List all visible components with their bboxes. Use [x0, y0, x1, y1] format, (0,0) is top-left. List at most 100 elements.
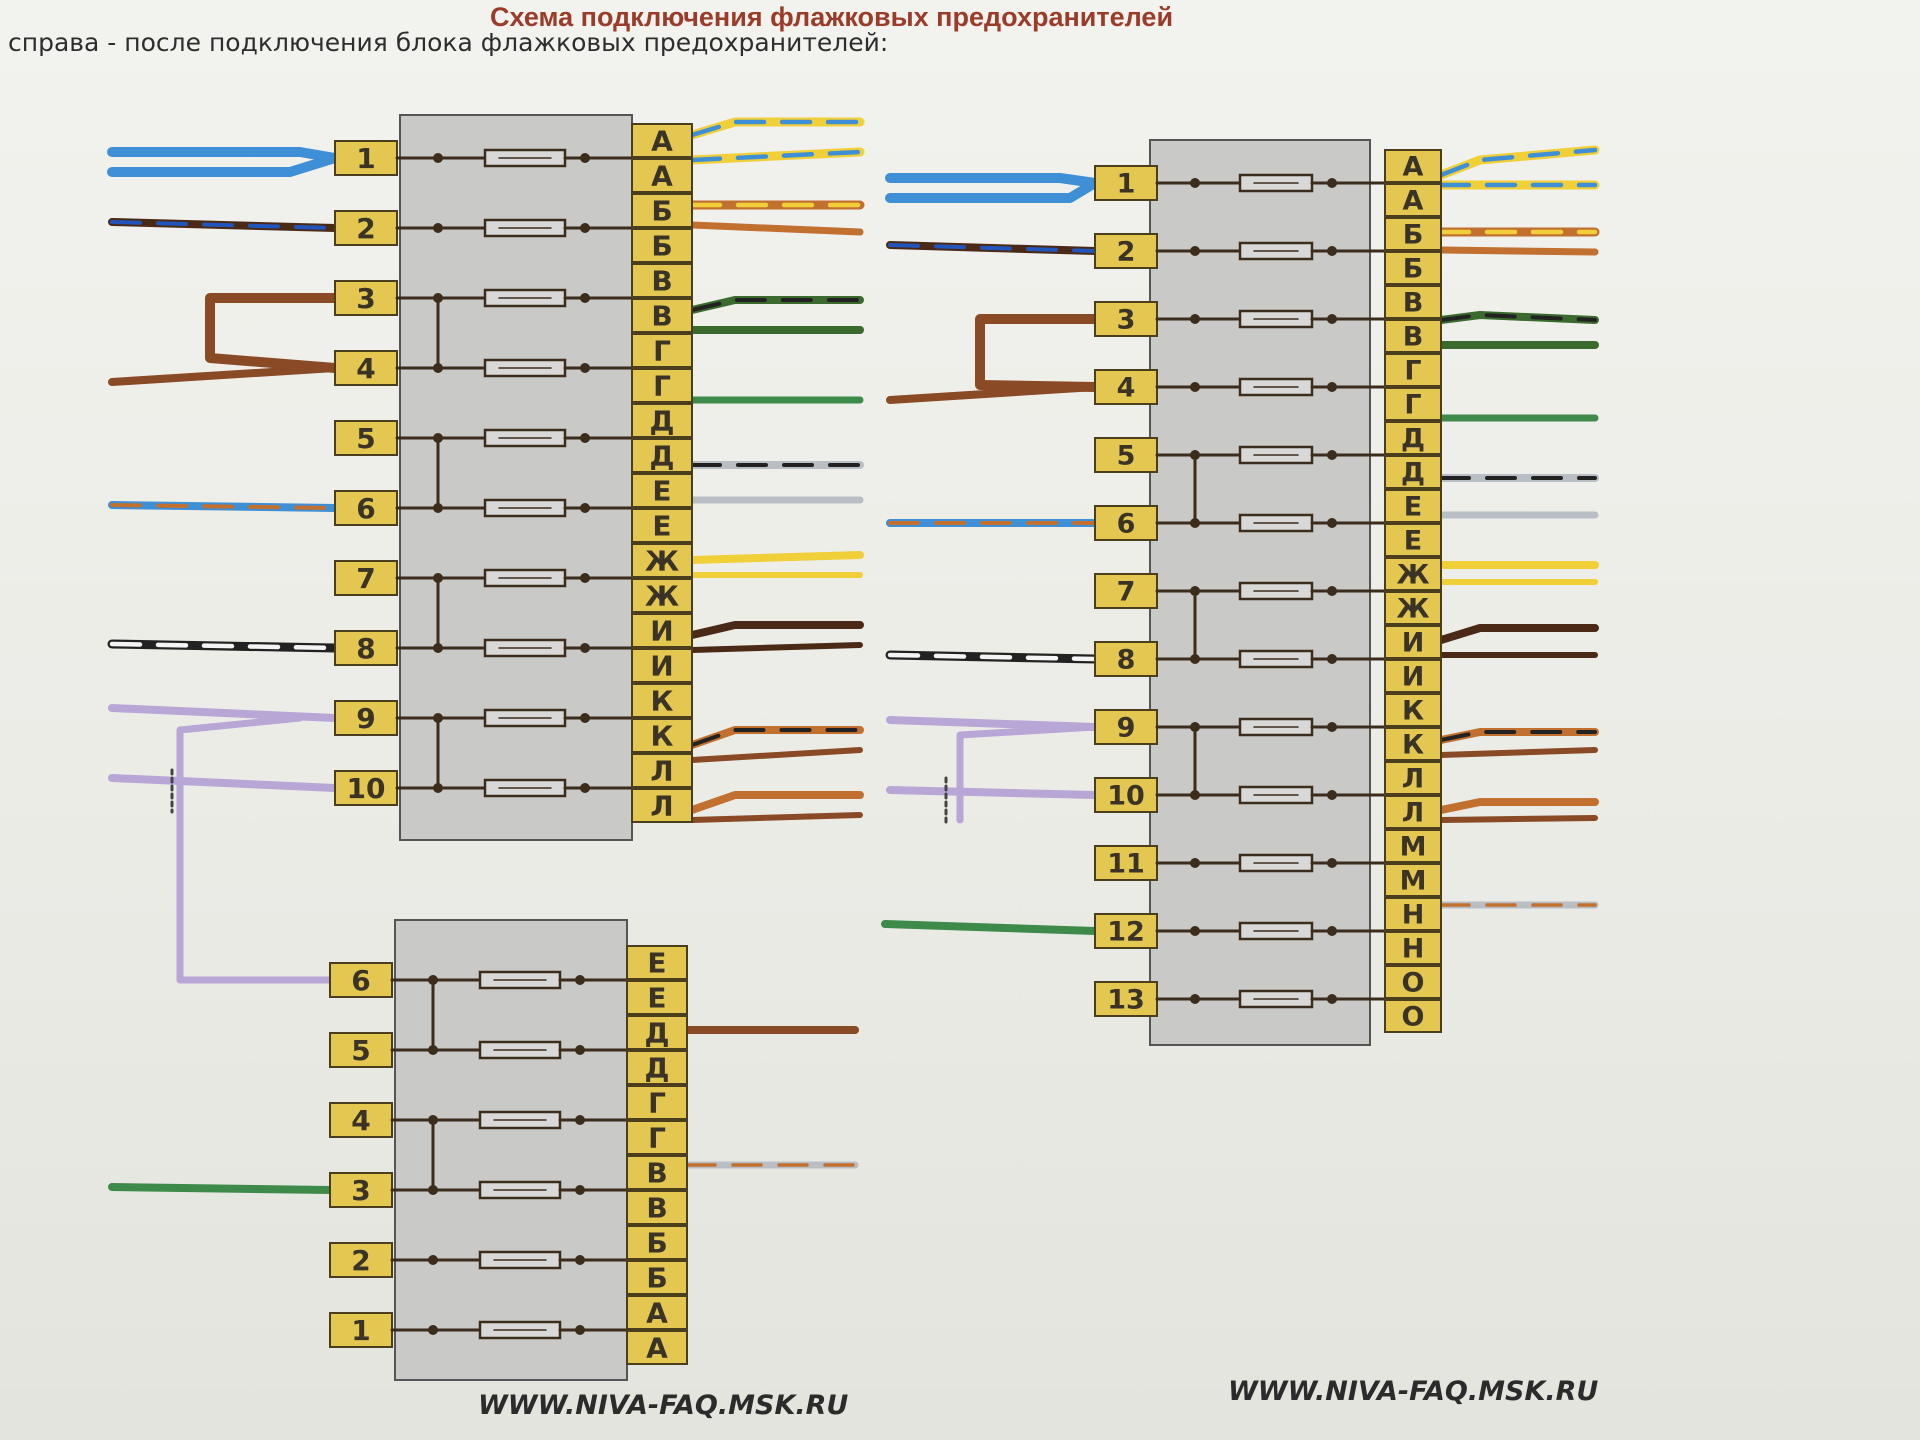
terminal-let-right-16 [1384, 659, 1442, 693]
output-dot [580, 363, 590, 373]
junction-dot [428, 1325, 438, 1335]
diagram-subtitle: справа - после подключения блока флажков… [8, 28, 889, 57]
wire-green-3-lower [108, 1183, 334, 1194]
terminal-let-right-24 [1384, 931, 1442, 965]
output-dot [575, 1325, 585, 1335]
terminal-letter-label: К [1402, 696, 1424, 727]
terminal-letter-label: Б [651, 230, 672, 263]
wire-orange-B2 [688, 221, 864, 236]
terminal-letter-label: Д [650, 405, 675, 438]
terminal-letter-label: Л [650, 790, 673, 823]
terminal-letter-label: Б [1403, 220, 1424, 251]
terminal-letter-label: М [1400, 832, 1427, 863]
wire-brown-r4 [886, 383, 1099, 404]
terminal-num-lower-left-3 [329, 1102, 393, 1138]
terminal-letter-label: В [646, 1157, 667, 1190]
terminal-let-right-23 [1384, 897, 1442, 931]
junction-dot [1190, 178, 1200, 188]
terminal-letter-label: О [1402, 968, 1425, 999]
output-dot [1327, 314, 1337, 324]
terminal-let-lower-left-11 [626, 1295, 688, 1330]
terminal-number-label: 1 [351, 1314, 370, 1347]
terminal-let-upper-left-2 [631, 158, 693, 193]
terminal-number-label: 7 [356, 562, 375, 595]
terminal-letter-label: Б [646, 1227, 667, 1260]
output-dot [575, 1115, 585, 1125]
terminal-number-label: 6 [1117, 509, 1136, 540]
terminal-let-right-9 [1384, 421, 1442, 455]
wire-brown-rK2 [1438, 747, 1598, 758]
terminal-letter-label: А [646, 1297, 668, 1330]
terminal-letter-label: Д [645, 1017, 670, 1050]
terminal-letter-label: В [1403, 322, 1424, 353]
wire-blue-red-6-stripe [110, 503, 337, 510]
terminal-let-right-2 [1384, 183, 1442, 217]
terminal-number-label: 2 [351, 1244, 370, 1277]
wire-black-white-r8-stripe [887, 652, 1098, 662]
terminal-letter-label: Ж [1396, 560, 1429, 591]
terminal-letter-label: Л [650, 755, 673, 788]
terminal-num-upper-left-7 [334, 560, 398, 596]
terminal-num-right-2 [1094, 233, 1158, 269]
diagram-title: Схема подключения флажковых предохраните… [490, 2, 1174, 32]
terminal-letter-label: В [646, 1192, 667, 1225]
terminal-let-right-19 [1384, 761, 1442, 795]
terminal-letter-label: Г [1404, 356, 1421, 387]
wire-yellow-Zh [688, 551, 864, 564]
terminal-let-upper-left-15 [631, 613, 693, 648]
output-dot [575, 1045, 585, 1055]
terminal-letter-label: Е [647, 982, 666, 1015]
junction-dot [1190, 382, 1200, 392]
terminal-number-label: 3 [356, 282, 375, 315]
terminal-letter-label: В [1403, 288, 1424, 319]
terminal-letter-label: И [650, 615, 673, 648]
terminal-letter-label: Е [652, 510, 671, 543]
wire-lilac-r10 [886, 786, 1099, 799]
output-dot [580, 783, 590, 793]
terminal-let-right-26 [1384, 999, 1442, 1033]
terminal-let-right-10 [1384, 455, 1442, 489]
terminal-number-label: 5 [1117, 441, 1136, 472]
terminal-letter-label: Д [1401, 424, 1425, 455]
terminal-letter-label: Б [1403, 254, 1424, 285]
terminal-letter-label: И [650, 650, 673, 683]
wire-orange-L [688, 791, 864, 814]
terminal-let-lower-left-6 [626, 1120, 688, 1155]
wire-black-white-8-stripe [109, 641, 338, 651]
output-dot [1327, 518, 1337, 528]
terminal-let-upper-left-11 [631, 473, 693, 508]
terminal-num-lower-left-2 [329, 1032, 393, 1068]
terminal-number-label: 13 [1107, 985, 1145, 1016]
terminal-letter-label: Л [1402, 764, 1424, 795]
terminal-letter-label: А [1403, 152, 1424, 183]
terminal-letter-label: Е [647, 947, 666, 980]
terminal-num-right-3 [1094, 301, 1158, 337]
wire-brown-L2 [689, 812, 863, 823]
terminal-number-label: 3 [1117, 305, 1136, 336]
output-dot [1327, 382, 1337, 392]
output-dot [1327, 926, 1337, 936]
terminal-let-lower-left-9 [626, 1225, 688, 1260]
output-dot [1327, 450, 1337, 460]
terminal-let-lower-left-2 [626, 980, 688, 1015]
wire-lilac-10 [108, 774, 339, 792]
wire-blue-1b [107, 153, 340, 177]
terminal-let-upper-left-13 [631, 543, 693, 578]
terminal-num-right-6 [1094, 505, 1158, 541]
terminal-let-lower-left-7 [626, 1155, 688, 1190]
terminal-let-right-11 [1384, 489, 1442, 523]
terminal-let-right-25 [1384, 965, 1442, 999]
terminal-number-label: 6 [351, 964, 370, 997]
terminal-let-upper-left-16 [631, 648, 693, 683]
terminal-let-upper-left-1 [631, 123, 693, 158]
terminal-let-right-12 [1384, 523, 1442, 557]
terminal-number-label: 11 [1107, 849, 1145, 880]
terminal-number-label: 1 [1117, 169, 1136, 200]
wire-black-blue-2-stripe [110, 220, 337, 230]
output-dot [575, 1255, 585, 1265]
output-dot [580, 293, 590, 303]
output-dot [575, 1185, 585, 1195]
terminal-let-upper-left-19 [631, 753, 693, 788]
